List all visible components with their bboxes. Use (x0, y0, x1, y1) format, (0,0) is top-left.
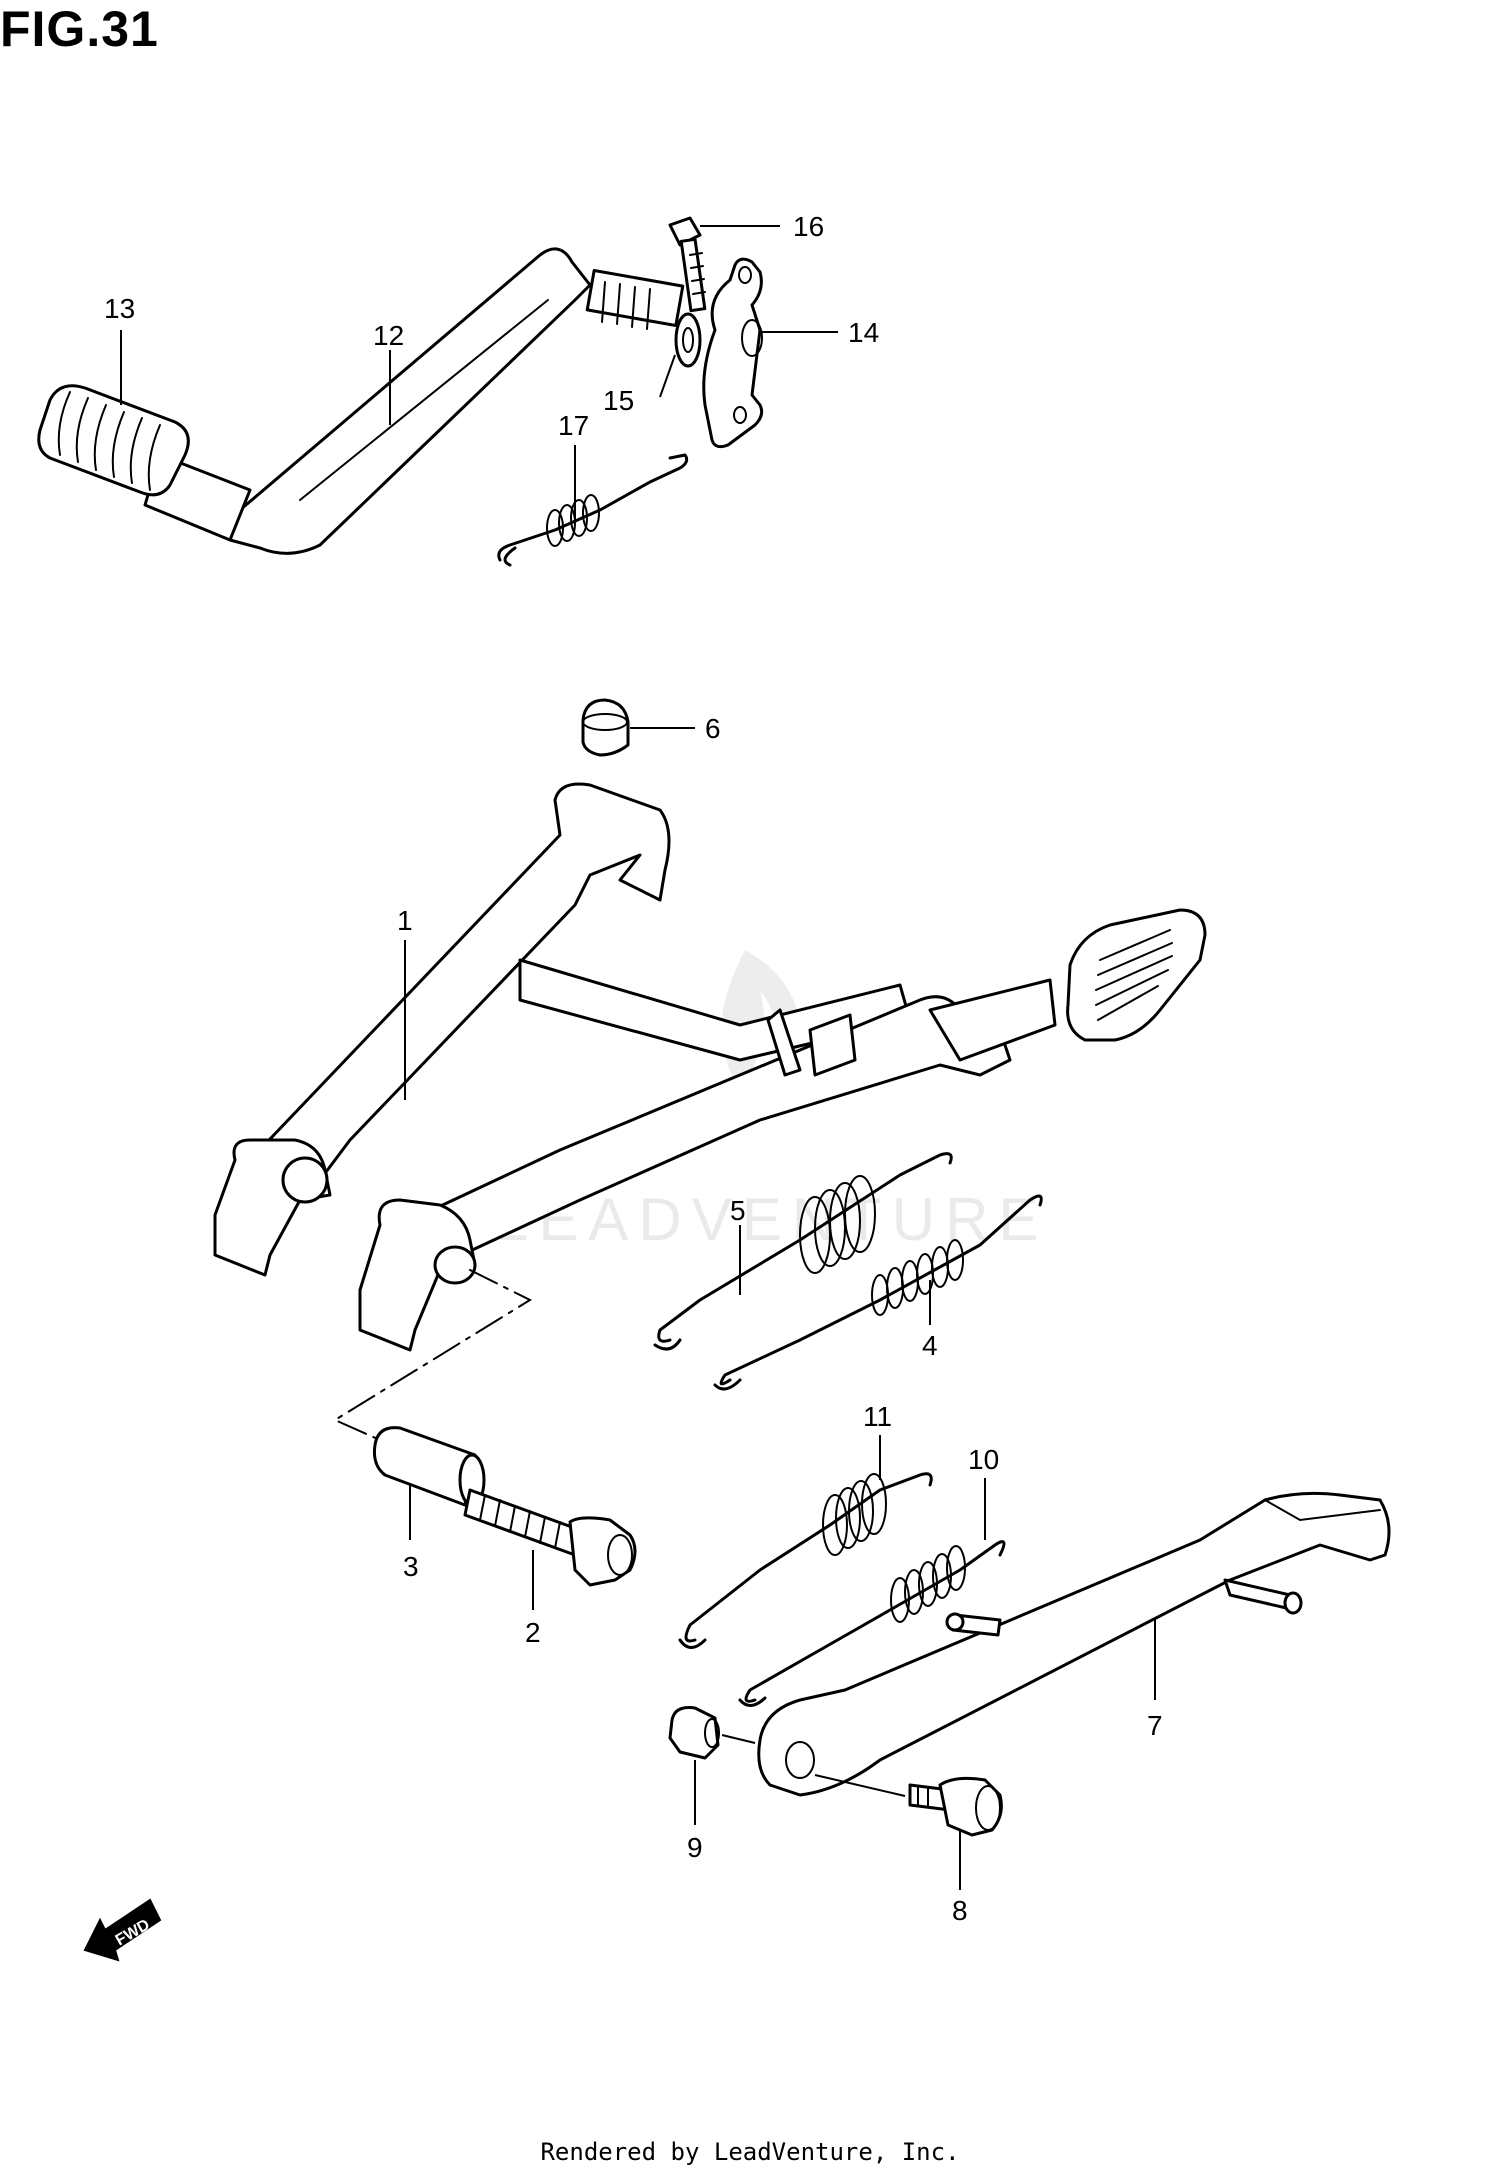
washer (674, 312, 702, 368)
shift-link-arm (702, 257, 764, 449)
callout-13: 13 (104, 293, 135, 324)
callout-2: 2 (525, 1617, 541, 1648)
side-stand-assembly (668, 1472, 1391, 1837)
footer-credit: Rendered by LeadVenture, Inc. (540, 2138, 960, 2166)
callout-17: 17 (558, 410, 589, 441)
shift-lever (228, 247, 592, 555)
callout-16: 16 (793, 211, 824, 242)
callout-1: 1 (397, 905, 413, 936)
callout-4: 4 (922, 1330, 938, 1361)
callout-14: 14 (848, 317, 879, 348)
callout-8: 8 (952, 1895, 968, 1926)
shift-lever-rubber (37, 384, 190, 497)
callout-5: 5 (730, 1195, 746, 1226)
callout-7: 7 (1147, 1710, 1163, 1741)
callout-12: 12 (373, 320, 404, 351)
side-stand-spring-inner (738, 1540, 1006, 1707)
stand-spring-upper (653, 1152, 953, 1351)
callouts: 16 14 15 13 12 17 6 1 5 4 11 10 3 2 7 9 (104, 211, 1163, 1926)
callout-11: 11 (863, 1401, 892, 1432)
callout-15: 15 (603, 385, 634, 416)
shift-lever-assembly (37, 216, 764, 567)
side-stand-nut (668, 1706, 720, 1760)
stand-spring-lower (713, 1194, 1043, 1391)
side-stand-spring-outer (678, 1472, 933, 1649)
stand-pedal (1066, 908, 1207, 1042)
callout-9: 9 (687, 1832, 703, 1863)
bolt (668, 216, 707, 313)
stand-bolt (463, 1488, 637, 1587)
figure-title: FIG.31 (0, 1, 159, 57)
center-stand (248, 782, 671, 1182)
callout-3: 3 (403, 1551, 419, 1582)
stand-stopper (581, 698, 630, 757)
side-stand (757, 1491, 1391, 1797)
shift-spring (497, 453, 689, 567)
callout-6: 6 (705, 713, 721, 744)
forward-arrow-icon: FWD (83, 1898, 162, 1962)
side-stand-bolt (908, 1776, 1003, 1837)
center-stand-assembly (213, 698, 1207, 1587)
stand-collar (373, 1426, 477, 1507)
callout-10: 10 (968, 1444, 999, 1475)
